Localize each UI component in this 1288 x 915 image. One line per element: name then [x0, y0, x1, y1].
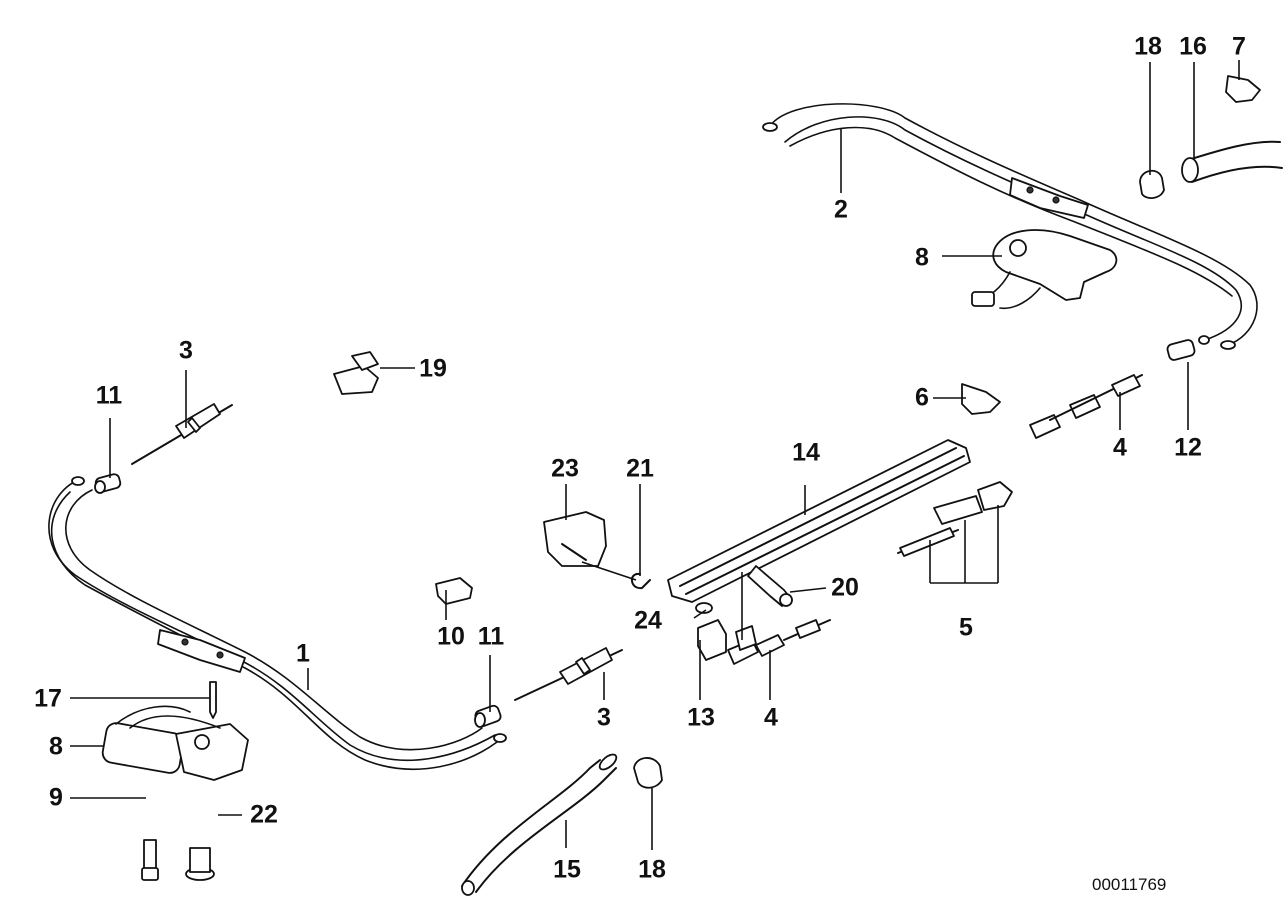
callout-24: 24: [634, 606, 662, 635]
part-3-cable-end-right: [514, 647, 623, 701]
part-1-drive-cable-lower: [48, 476, 507, 770]
callout-18-lower: 18: [638, 855, 666, 884]
part-14-guide-rail: [667, 439, 971, 603]
callout-6: 6: [915, 383, 929, 412]
part-11-cable-guide-right: [474, 704, 502, 728]
callout-12: 12: [1174, 433, 1202, 462]
part-20-pin: [747, 565, 793, 607]
callout-2: 2: [834, 195, 848, 224]
part-24-washer: [695, 602, 713, 614]
callout-7: 7: [1232, 32, 1246, 61]
part-8-motor-upper: [971, 229, 1118, 310]
part-9-screw: [141, 839, 159, 881]
callout-16: 16: [1179, 32, 1207, 61]
callout-20: 20: [831, 573, 859, 602]
callout-4-right: 4: [1113, 433, 1127, 462]
callout-14: 14: [792, 438, 820, 467]
part-15-hose: [461, 753, 618, 896]
callout-21: 21: [626, 454, 654, 483]
callout-18-upper: 18: [1134, 32, 1162, 61]
leader-lines: [70, 60, 1240, 850]
part-7-clip: [1225, 75, 1261, 103]
callout-9: 9: [49, 783, 63, 812]
part-18-ring-lower: [633, 757, 663, 789]
part-10-cap: [435, 577, 473, 605]
part-13-bracket: [697, 619, 757, 661]
callout-13: 13: [687, 703, 715, 732]
part-21-clip-ring: [631, 572, 651, 590]
callout-3-right: 3: [597, 703, 611, 732]
callout-11-right: 11: [477, 622, 505, 651]
callout-22: 22: [250, 800, 278, 829]
callout-11-left: 11: [95, 381, 123, 410]
part-11-cable-guide-left: [94, 473, 122, 494]
part-2-drive-cable-upper: [762, 103, 1258, 350]
part-23-block: [543, 511, 607, 567]
callout-10: 10: [437, 622, 465, 651]
diagram-reference-number: 00011769: [1092, 875, 1167, 894]
part-3-cable-end-left: [131, 403, 233, 465]
callout-3-left: 3: [179, 336, 193, 365]
part-12-sleeve: [1166, 339, 1196, 361]
callout-15: 15: [553, 855, 581, 884]
part-5-guide-set: [897, 481, 1013, 584]
part-4-connector-right: [1029, 374, 1143, 439]
part-19-clip: [333, 351, 379, 395]
callout-19: 19: [419, 354, 447, 383]
part-18-ring-upper: [1139, 169, 1165, 199]
part-17-pin: [209, 681, 217, 719]
callout-4-left: 4: [764, 703, 778, 732]
callout-5: 5: [959, 613, 973, 642]
callout-1: 1: [296, 639, 310, 668]
part-16-hose: [1181, 140, 1283, 183]
callout-8-lower: 8: [49, 732, 63, 761]
callout-17: 17: [34, 684, 62, 713]
part-6-clip: [961, 383, 1001, 415]
callout-8-upper: 8: [915, 243, 929, 272]
callout-23: 23: [551, 454, 579, 483]
part-8-motor-lower: [101, 705, 249, 781]
part-22-rivet: [185, 847, 215, 881]
